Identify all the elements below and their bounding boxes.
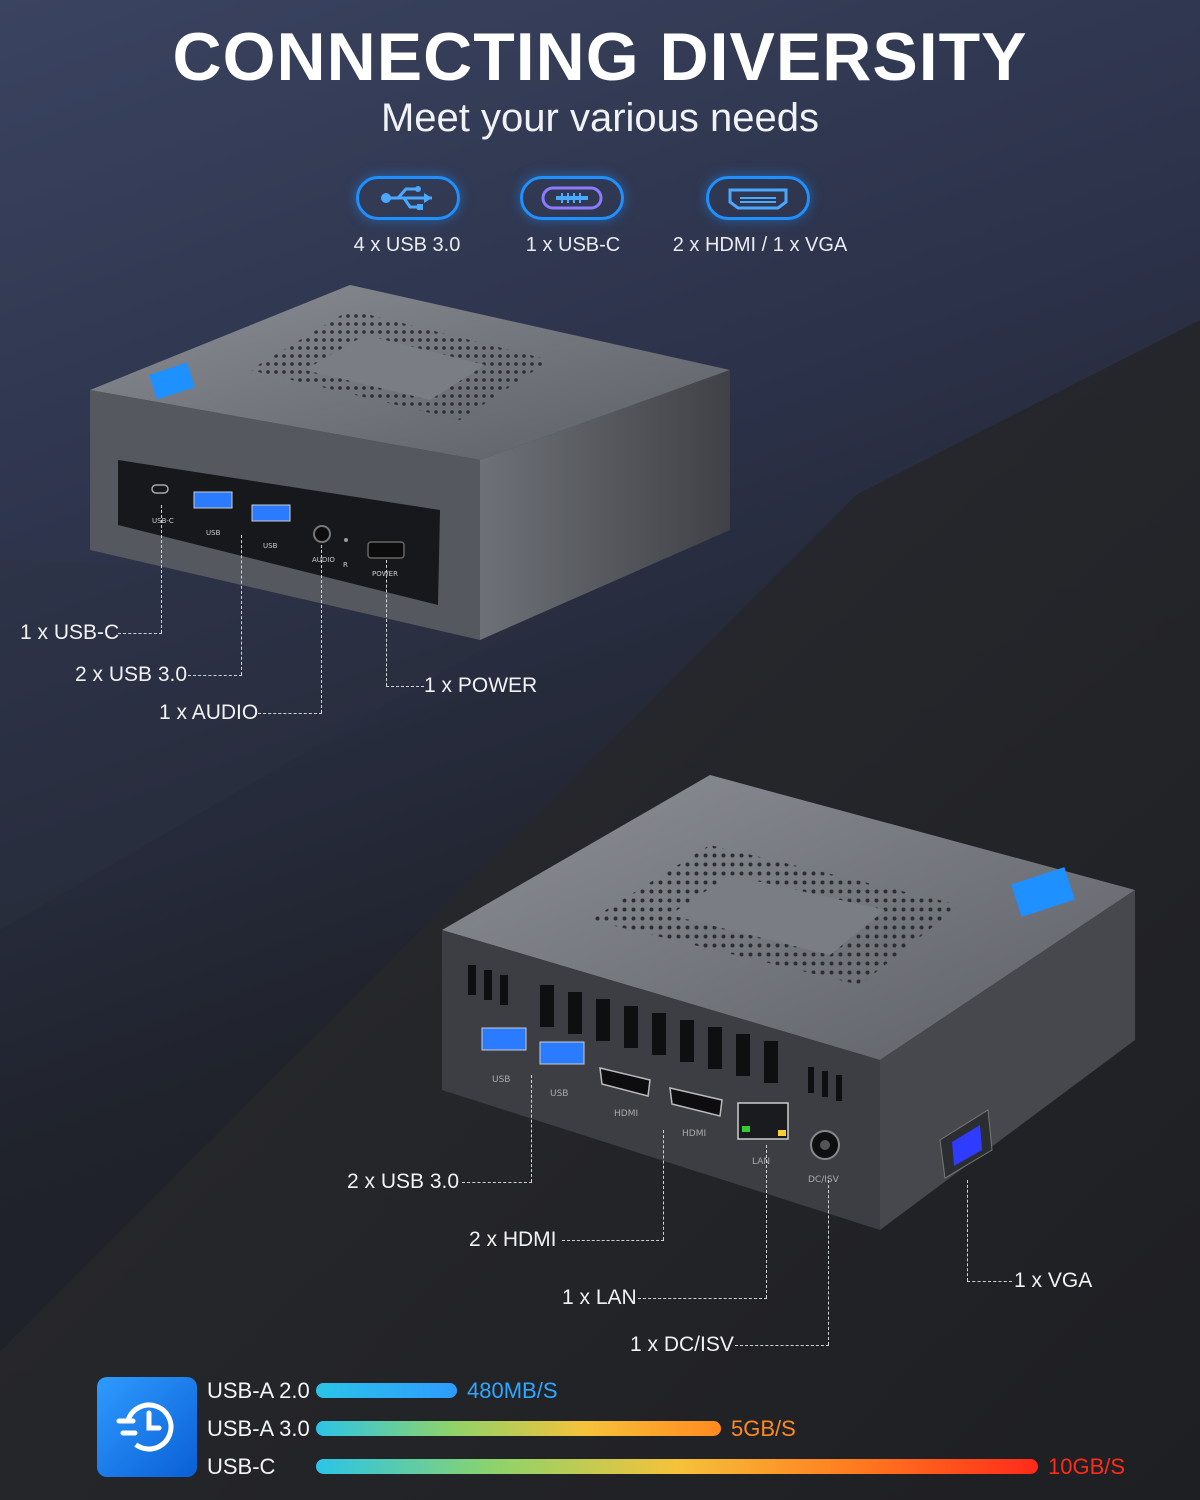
callout-front-usbc: 1 x USB-C (20, 621, 120, 644)
rear-dc-label: DC/ISV (808, 1175, 840, 1185)
callout-line (321, 545, 322, 713)
speed-value-usba3: 5GB/S (731, 1416, 796, 1441)
front-power-label: POWER (372, 570, 398, 578)
rear-usb2-label: USB (550, 1089, 568, 1099)
callout-line (638, 1298, 767, 1299)
callout-line (828, 1180, 829, 1345)
callout-front-audio: 1 x AUDIO (159, 701, 259, 724)
speed-name-usbc: USB-C (207, 1454, 276, 1479)
callout-line (241, 535, 242, 675)
hdmi-icon (706, 176, 810, 220)
callout-line (663, 1130, 664, 1240)
callout-line (161, 505, 162, 633)
callout-rear-dc: 1 x DC/ISV (630, 1333, 734, 1356)
speed-name-usba2: USB-A 2.0 (207, 1378, 310, 1403)
front-usb2-label: USB (263, 542, 278, 550)
speed-bar-usba2 (316, 1383, 457, 1398)
callout-line (735, 1345, 829, 1346)
callout-line (462, 1182, 532, 1183)
callout-line (386, 686, 424, 687)
callout-rear-vga: 1 x VGA (1014, 1269, 1093, 1292)
callout-rear-lan: 1 x LAN (562, 1286, 637, 1309)
callout-front-power: 1 x POWER (424, 674, 538, 697)
page-title: CONNECTING DIVERSITY (172, 19, 1028, 95)
usb-c-icon (520, 176, 624, 220)
port-summary-hdmi: 2 x HDMI / 1 x VGA (672, 234, 848, 256)
front-device-illustration: USB-C USB USB AUDIO R POWER (90, 285, 730, 640)
rear-hdmi1-label: HDMI (614, 1109, 638, 1119)
port-summary-usbc: 1 x USB-C (525, 234, 621, 256)
front-usb1-label: USB (206, 529, 221, 537)
rear-device-illustration: USB USB HDMI HDMI LAN DC/ISV (442, 775, 1135, 1230)
callout-line (766, 1145, 767, 1298)
port-summary-usb: 4 x USB 3.0 (353, 234, 461, 256)
callout-line (258, 713, 322, 714)
front-reset-label: R (343, 561, 348, 569)
rear-lan-label: LAN (752, 1157, 770, 1167)
callout-rear-hdmi: 2 x HDMI (469, 1228, 557, 1251)
callout-line (118, 633, 162, 634)
speed-bar-usba3 (316, 1421, 721, 1436)
speed-name-usba3: USB-A 3.0 (207, 1416, 310, 1441)
rear-hdmi2-label: HDMI (682, 1129, 706, 1139)
usb-icon (356, 176, 460, 220)
callout-front-usb: 2 x USB 3.0 (75, 663, 188, 686)
callout-line (967, 1281, 1012, 1282)
front-usbc-label: USB-C (152, 517, 174, 525)
speed-value-usbc: 10GB/S (1048, 1454, 1126, 1479)
rear-usb1-label: USB (492, 1075, 510, 1085)
front-audio-label: AUDIO (312, 556, 335, 564)
speed-bar-usbc (316, 1459, 1038, 1474)
callout-line (531, 1075, 532, 1182)
callout-line (386, 560, 387, 686)
callout-rear-usb: 2 x USB 3.0 (347, 1170, 460, 1193)
callout-line (967, 1180, 968, 1281)
callout-line (562, 1240, 664, 1241)
page-subtitle: Meet your various needs (380, 96, 819, 140)
speed-value-usba2: 480MB/S (467, 1378, 558, 1403)
transfer-speed-icon (97, 1377, 197, 1477)
callout-line (188, 675, 242, 676)
